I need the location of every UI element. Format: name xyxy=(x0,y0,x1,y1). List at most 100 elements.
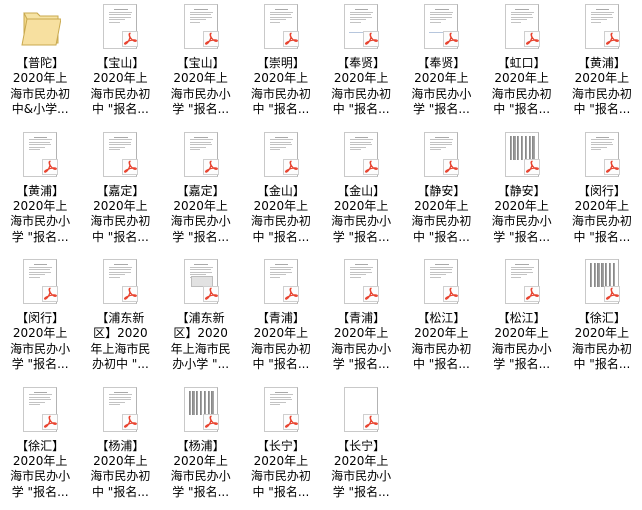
pdf-document-icon[interactable] xyxy=(177,258,225,308)
pdf-document-icon[interactable] xyxy=(337,3,385,53)
file-label-line-1: 【普陀】 xyxy=(1,56,79,71)
file-item[interactable]: 【徐汇】2020年上海市民办小学 "报名... xyxy=(0,383,80,510)
adobe-acrobat-icon xyxy=(604,31,620,47)
pdf-document-icon[interactable] xyxy=(417,3,465,53)
folder-icon[interactable] xyxy=(16,3,64,53)
adobe-acrobat-icon xyxy=(443,159,459,175)
file-item[interactable]: 【宝山】2020年上海市民办小学 "报名... xyxy=(161,0,241,128)
pdf-document-icon[interactable] xyxy=(337,258,385,308)
file-item[interactable]: 【青浦】2020年上海市民办小学 "报名... xyxy=(321,255,401,383)
adobe-acrobat-icon xyxy=(122,31,138,47)
file-label-line-1: 【长宁】 xyxy=(322,439,400,454)
file-item[interactable]: 【奉贤】2020年上海市民办初中 "报名... xyxy=(321,0,401,128)
pdf-document-icon[interactable] xyxy=(337,131,385,181)
pdf-document-icon[interactable] xyxy=(257,258,305,308)
file-item[interactable]: 【黄浦】2020年上海市民办小学 "报名... xyxy=(0,128,80,256)
file-label: 【金山】2020年上海市民办小学 "报名... xyxy=(322,184,400,246)
file-label-line-2: 2020年上 xyxy=(1,454,79,469)
file-label-line-2: 2020年上 xyxy=(242,71,320,86)
file-label-line-4: 中 "报名... xyxy=(81,485,159,500)
pdf-document-icon[interactable] xyxy=(96,3,144,53)
file-label-line-3: 海市民办初 xyxy=(81,214,159,229)
file-label-line-4: 中 "报名... xyxy=(322,102,400,117)
file-item[interactable]: 【虹口】2020年上海市民办初中 "报名... xyxy=(482,0,562,128)
file-item[interactable]: 【普陀】2020年上海市民办初中&小学... xyxy=(0,0,80,128)
pdf-document-icon[interactable] xyxy=(177,386,225,436)
pdf-document-icon[interactable] xyxy=(257,3,305,53)
file-label-line-2: 2020年上 xyxy=(322,326,400,341)
file-item[interactable]: 【徐汇】2020年上海市民办初中 "报名... xyxy=(562,255,642,383)
file-item[interactable]: 【闵行】2020年上海市民办小学 "报名... xyxy=(0,255,80,383)
file-item[interactable]: 【松江】2020年上海市民办小学 "报名... xyxy=(482,255,562,383)
adobe-acrobat-icon xyxy=(283,159,299,175)
file-label: 【静安】2020年上海市民办初中 "报名... xyxy=(402,184,480,246)
file-item[interactable]: 【松江】2020年上海市民办初中 "报名... xyxy=(401,255,481,383)
adobe-acrobat-icon xyxy=(203,414,219,430)
page-text-lines xyxy=(29,264,52,279)
file-label-line-3: 海市民办小 xyxy=(483,214,561,229)
pdf-document-icon[interactable] xyxy=(96,386,144,436)
pdf-document-icon[interactable] xyxy=(578,258,626,308)
file-label-line-1: 【金山】 xyxy=(322,184,400,199)
page-text-lines xyxy=(109,264,132,279)
page-table-columns xyxy=(189,391,214,415)
file-item[interactable]: 【嘉定】2020年上海市民办初中 "报名... xyxy=(80,128,160,256)
file-label-line-1: 【静安】 xyxy=(402,184,480,199)
pdf-document-icon[interactable] xyxy=(578,131,626,181)
pdf-document-icon[interactable] xyxy=(257,386,305,436)
file-item[interactable]: 【杨浦】2020年上海市民办小学 "报名... xyxy=(161,383,241,510)
file-item[interactable]: 【金山】2020年上海市民办小学 "报名... xyxy=(321,128,401,256)
file-label: 【闵行】2020年上海市民办小学 "报名... xyxy=(1,311,79,373)
adobe-acrobat-icon xyxy=(604,286,620,302)
adobe-acrobat-icon xyxy=(122,286,138,302)
file-item[interactable]: 【静安】2020年上海市民办小学 "报名... xyxy=(482,128,562,256)
file-item[interactable]: 【青浦】2020年上海市民办初中 "报名... xyxy=(241,255,321,383)
pdf-document-icon[interactable] xyxy=(177,131,225,181)
file-label-line-4: 中&小学... xyxy=(1,102,79,117)
pdf-document-icon[interactable] xyxy=(96,258,144,308)
file-label-line-4: 中 "报名... xyxy=(563,102,641,117)
pdf-document-icon[interactable] xyxy=(417,258,465,308)
pdf-document-icon[interactable] xyxy=(498,131,546,181)
file-item[interactable]: 【闵行】2020年上海市民办初中 "报名... xyxy=(562,128,642,256)
pdf-document-icon[interactable] xyxy=(16,131,64,181)
file-item[interactable]: 【杨浦】2020年上海市民办初中 "报名... xyxy=(80,383,160,510)
file-label-line-2: 2020年上 xyxy=(563,326,641,341)
pdf-document-icon[interactable] xyxy=(16,386,64,436)
page-text-lines xyxy=(270,137,293,152)
pdf-document-icon[interactable] xyxy=(417,131,465,181)
file-label-line-4: 学 "报名... xyxy=(162,230,240,245)
file-item[interactable]: 【宝山】2020年上海市民办初中 "报名... xyxy=(80,0,160,128)
adobe-acrobat-icon xyxy=(122,414,138,430)
pdf-document-icon[interactable] xyxy=(498,258,546,308)
file-item[interactable]: 【长宁】2020年上海市民办初中 "报名... xyxy=(241,383,321,510)
file-label-line-2: 2020年上 xyxy=(81,199,159,214)
pdf-document-icon[interactable] xyxy=(177,3,225,53)
file-label: 【黄浦】2020年上海市民办初中 "报名... xyxy=(563,56,641,118)
pdf-document-icon[interactable] xyxy=(16,258,64,308)
file-item[interactable]: 【崇明】2020年上海市民办初中 "报名... xyxy=(241,0,321,128)
file-label-line-2: 2020年上 xyxy=(322,454,400,469)
file-label-line-1: 【杨浦】 xyxy=(162,439,240,454)
file-item[interactable]: 【静安】2020年上海市民办初中 "报名... xyxy=(401,128,481,256)
file-label-line-1: 【金山】 xyxy=(242,184,320,199)
file-item[interactable]: 【长宁】2020年上海市民办小学 "报名... xyxy=(321,383,401,510)
file-label-line-3: 海市民办初 xyxy=(322,87,400,102)
file-label-line-3: 海市民办初 xyxy=(402,214,480,229)
file-label: 【嘉定】2020年上海市民办小学 "报名... xyxy=(162,184,240,246)
pdf-document-icon[interactable] xyxy=(498,3,546,53)
pdf-document-icon[interactable] xyxy=(257,131,305,181)
page-text-lines xyxy=(591,137,614,152)
pdf-document-icon[interactable] xyxy=(96,131,144,181)
file-label-line-4: 办初中 "... xyxy=(81,357,159,372)
file-item[interactable]: 【奉贤】2020年上海市民办小学 "报名... xyxy=(401,0,481,128)
file-label-line-3: 海市民办小 xyxy=(162,214,240,229)
file-item[interactable]: 【黄浦】2020年上海市民办初中 "报名... xyxy=(562,0,642,128)
file-item[interactable]: 【金山】2020年上海市民办初中 "报名... xyxy=(241,128,321,256)
pdf-document-icon[interactable] xyxy=(578,3,626,53)
file-label-line-4: 学 "报名... xyxy=(483,230,561,245)
pdf-document-icon[interactable] xyxy=(337,386,385,436)
file-item[interactable]: 【嘉定】2020年上海市民办小学 "报名... xyxy=(161,128,241,256)
